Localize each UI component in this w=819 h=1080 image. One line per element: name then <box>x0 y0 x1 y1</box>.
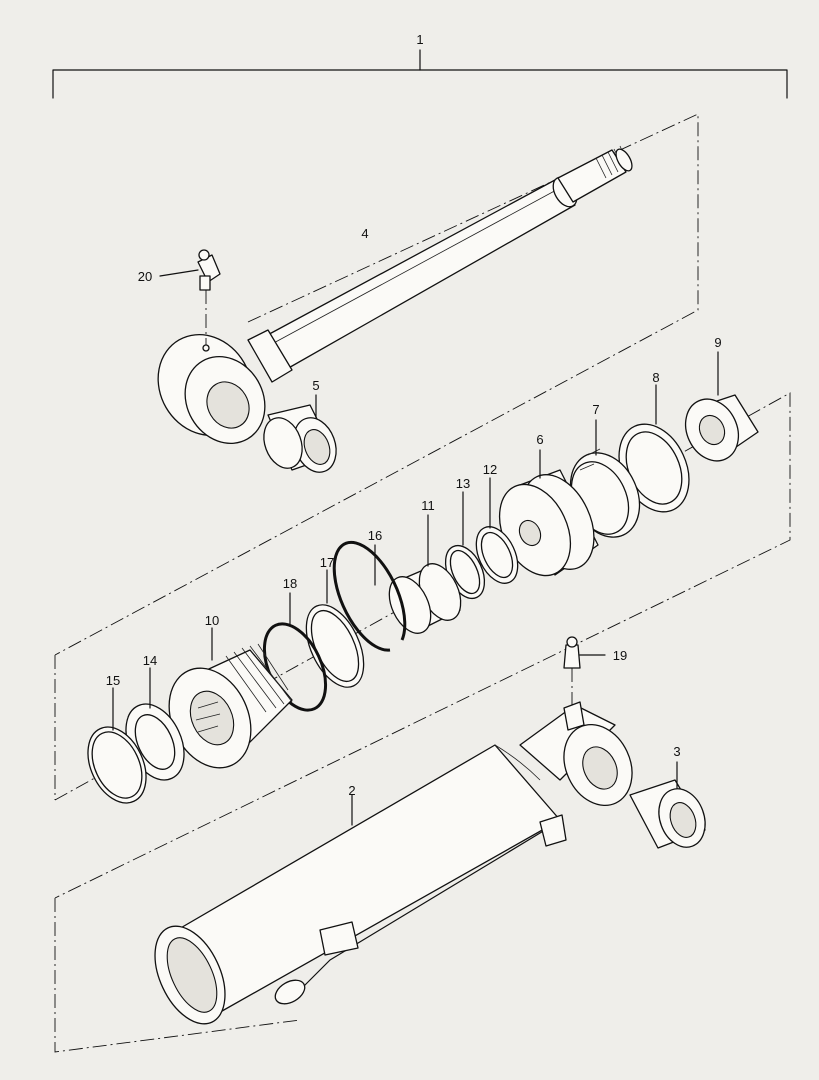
cylinder-head-10 <box>168 627 293 769</box>
callout-3: 3 <box>673 744 680 759</box>
callout-19: 19 <box>613 648 627 663</box>
callout-12: 12 <box>483 462 497 477</box>
callout-18: 18 <box>283 576 297 591</box>
grease-nipple-20 <box>159 249 221 291</box>
assembly-bracket <box>52 49 788 99</box>
bushing-3 <box>629 761 706 849</box>
bushing-11 <box>388 514 462 634</box>
snap-ring-16 <box>332 540 407 652</box>
callout-7: 7 <box>592 402 599 417</box>
callout-13: 13 <box>456 476 470 491</box>
callout-20: 20 <box>138 269 152 284</box>
piston-rod <box>157 145 633 445</box>
nut-9 <box>684 351 759 462</box>
callout-17: 17 <box>320 555 334 570</box>
callout-labels: 1 2 3 4 5 6 7 8 9 10 11 12 13 14 15 16 1… <box>106 32 722 798</box>
callout-14: 14 <box>143 653 157 668</box>
callout-6: 6 <box>536 432 543 447</box>
snap-ring-15 <box>87 687 147 804</box>
callout-5: 5 <box>312 378 319 393</box>
grease-nipple-19 <box>563 636 606 705</box>
callout-9: 9 <box>714 335 721 350</box>
cylinder-tube-2 <box>154 701 633 1025</box>
backup-ring-12 <box>475 477 519 584</box>
piston-6 <box>498 449 599 577</box>
wiper-ring-17 <box>305 569 365 688</box>
callout-15: 15 <box>106 673 120 688</box>
callout-16: 16 <box>368 528 382 543</box>
callout-10: 10 <box>205 613 219 628</box>
callout-4: 4 <box>361 226 368 241</box>
callout-2: 2 <box>348 783 355 798</box>
callout-11: 11 <box>421 498 435 513</box>
rod-group-frame <box>54 113 699 656</box>
bushing-5 <box>263 394 337 473</box>
callout-8: 8 <box>652 370 659 385</box>
callout-1: 1 <box>416 32 423 47</box>
